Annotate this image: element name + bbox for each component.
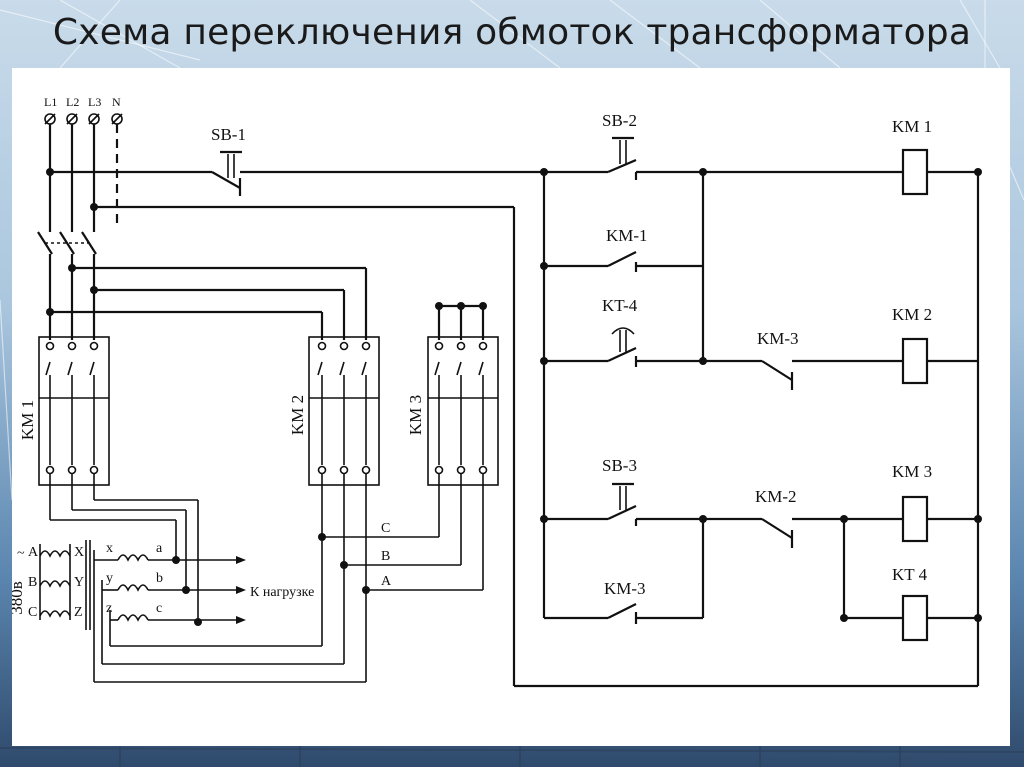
transformer: 380в ~ A B C X Y Z x y z a b c	[7, 540, 163, 630]
phase-labels: C B A	[381, 521, 392, 589]
contactor-km1: KM 1	[18, 336, 110, 486]
contact-km2-label: KM-2	[755, 487, 797, 506]
contactor-km2: KM 2	[288, 336, 380, 486]
primary-start-b: B	[28, 575, 37, 590]
secondary-start-x: x	[106, 541, 113, 556]
primary-end-y: Y	[74, 575, 84, 590]
switch-sb1-label: SB-1	[211, 125, 246, 144]
supply-terminals	[44, 113, 123, 125]
switch-sb1: SB-1	[211, 125, 544, 196]
contactor-km3: KM 3	[406, 336, 499, 486]
slide-title: Схема переключения обмоток трансформатор…	[52, 12, 972, 53]
coil-km2-label: KM 2	[892, 305, 932, 324]
secondary-start-y: y	[106, 571, 113, 586]
phase-label-c: C	[381, 521, 390, 536]
primary-start-a: A	[28, 545, 39, 560]
tilde-icon: ~	[17, 546, 25, 561]
terminal-label-l1: L1	[44, 95, 57, 109]
contact-km3-b	[544, 603, 703, 624]
coil-km1-label: KM 1	[892, 117, 932, 136]
switch-sb3-label: SB-3	[602, 456, 637, 475]
primary-end-z: Z	[74, 605, 83, 620]
contact-km3-a-label: KM-3	[757, 329, 799, 348]
secondary-end-c: c	[156, 601, 162, 616]
wiring-diagram: L1 L2 L3 N	[7, 95, 982, 688]
secondary-end-b: b	[156, 571, 163, 586]
phase-label-a: A	[381, 574, 392, 589]
contact-km3-b-label: KM-3	[604, 579, 646, 598]
terminal-label-n: N	[112, 95, 121, 109]
contact-km1-label: KM-1	[606, 226, 648, 245]
coil-km2	[901, 337, 929, 385]
contact-km2	[761, 517, 903, 548]
terminal-labels: L1 L2 L3 N	[44, 95, 121, 109]
contact-km3-a	[703, 359, 903, 390]
coil-km1	[901, 148, 929, 196]
switch-sb2	[544, 136, 638, 180]
load-label: К нагрузке	[250, 585, 314, 600]
contactor-km1-label: KM 1	[18, 400, 37, 440]
terminal-label-l3: L3	[88, 95, 101, 109]
phase-label-b: B	[381, 549, 390, 564]
coil-kt4-label: KT 4	[892, 565, 928, 584]
primary-end-x: X	[74, 545, 84, 560]
contactor-km3-label: KM 3	[406, 395, 425, 435]
coil-km3	[901, 495, 929, 543]
terminal-label-l2: L2	[66, 95, 79, 109]
coil-km3-label: KM 3	[892, 462, 932, 481]
contact-kt4	[544, 327, 703, 367]
coil-kt4	[901, 594, 929, 642]
contact-kt4-label: KT-4	[602, 296, 638, 315]
primary-start-c: C	[28, 605, 37, 620]
main-breaker	[37, 231, 97, 255]
switch-sb2-label: SB-2	[602, 111, 637, 130]
contactor-km2-label: KM 2	[288, 395, 307, 435]
transformer-voltage: 380в	[12, 581, 26, 615]
secondary-start-z: z	[106, 601, 112, 616]
contact-km1	[544, 251, 703, 272]
diagram-panel: L1 L2 L3 N	[7, 68, 1010, 746]
secondary-end-a: a	[156, 541, 163, 556]
switch-sb3	[544, 482, 638, 526]
